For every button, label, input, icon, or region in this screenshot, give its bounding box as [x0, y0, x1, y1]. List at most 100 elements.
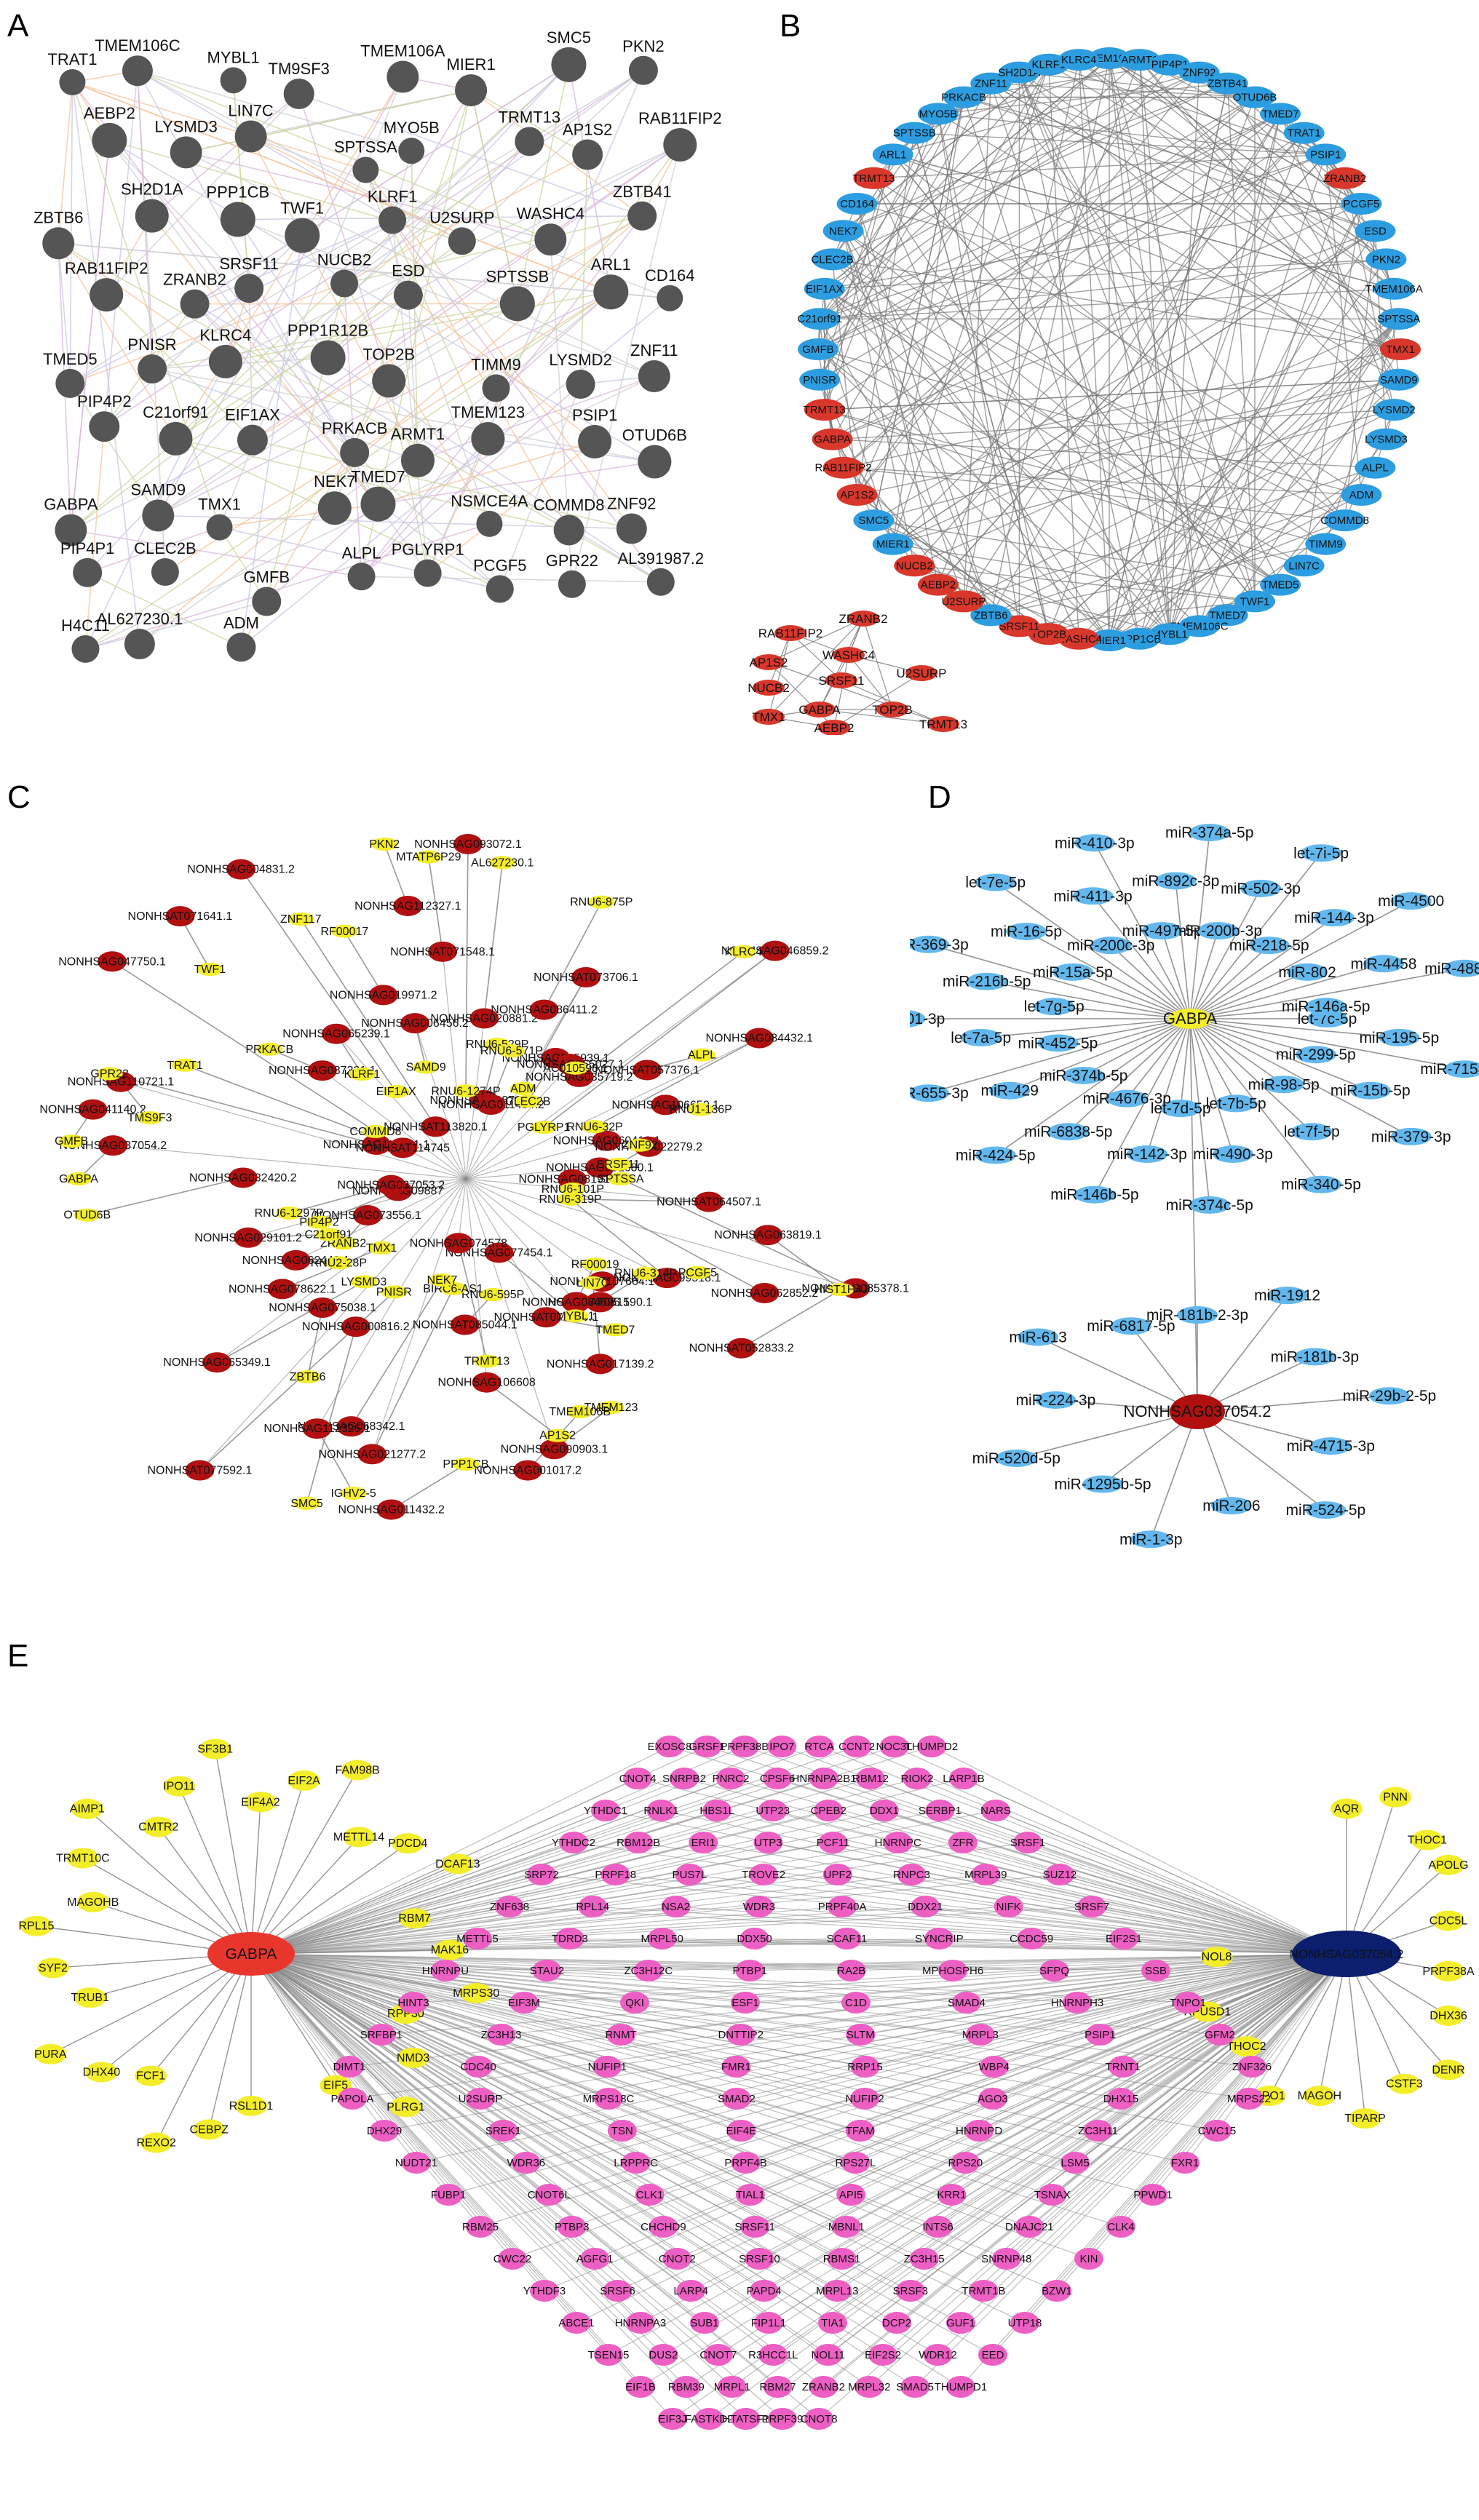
- yellow-node-tmem106b: TMEM106B: [550, 1405, 611, 1419]
- red-node-nonhsag032420-2: NONHSAG032420.2: [189, 1167, 297, 1188]
- edge: [250, 1953, 994, 2067]
- node-label: KRR1: [937, 2189, 966, 2201]
- edge: [820, 258, 1387, 319]
- edge: [1109, 57, 1362, 204]
- right-node-tiparp: TIPARP: [1344, 2108, 1386, 2129]
- node-label: miR-410-3p: [1055, 835, 1135, 851]
- yellow-node-c21orf91: C21orf91: [304, 1228, 352, 1241]
- node-shape: [244, 1792, 277, 1813]
- yellow-node-rnu1-136p: RNU1-136P: [670, 1102, 732, 1116]
- node-label: PUS7L: [673, 1869, 707, 1881]
- rbp-node-srsf10: SRSF10: [739, 2248, 780, 2270]
- edge: [365, 170, 633, 530]
- edge: [71, 82, 140, 645]
- red-node-nonhsag037054-2: NONHSAG037054.2: [59, 1135, 167, 1156]
- node-shape: [1365, 428, 1407, 450]
- edge: [250, 1906, 676, 1955]
- node-shape: [466, 2216, 495, 2238]
- node-label: NONHSAG078622.1: [229, 1283, 336, 1295]
- edge: [990, 83, 1346, 521]
- yellow-node-rnu6-319p: RNU6-319P: [539, 1192, 602, 1206]
- sub-node-u2surp: U2SURP: [897, 665, 946, 681]
- node-mier1: MIER1: [872, 533, 913, 555]
- edge: [914, 349, 1401, 566]
- node-shape: [65, 1172, 92, 1185]
- node-shape: [767, 2408, 797, 2430]
- edge: [1094, 1018, 1191, 1196]
- node-label: GABPA: [59, 1173, 98, 1185]
- rbp-node-tsn: TSN: [607, 2120, 637, 2142]
- rbp-node-mphosph6: MPHOSPH6: [922, 1960, 983, 1982]
- node-label: THOC2: [1226, 2040, 1266, 2053]
- node-label: SREK1: [485, 2125, 521, 2137]
- red-node-nonhsag112327-1: NONHSAG112327.1: [354, 895, 461, 916]
- node-shape: [431, 1960, 460, 1982]
- edge: [391, 1463, 467, 1511]
- node-shape: [78, 1099, 108, 1120]
- rbp-node-prpf38b: PRPF38B: [721, 1736, 769, 1757]
- node-tm9sf3: TM9SF3: [269, 60, 330, 109]
- panel-c-network: C NONHSAG085378.1NONHSAG062852.2NONHSAG0…: [7, 779, 909, 1520]
- node-shape: [308, 1297, 338, 1319]
- mirna-node-mir-424-5p: miR-424-5p: [956, 1146, 1036, 1164]
- node-shape: [671, 2376, 701, 2398]
- edge: [873, 97, 964, 521]
- node-shape: [1291, 1123, 1333, 1141]
- node-esd: ESD: [392, 262, 424, 310]
- edge: [820, 288, 1395, 319]
- edge: [137, 70, 551, 240]
- node-shape: [1017, 1928, 1047, 1949]
- mirna-node-mir-4458: miR-4458: [1350, 955, 1417, 973]
- node-shape: [393, 280, 423, 310]
- node-shape: [1432, 1910, 1464, 1931]
- node-shape: [398, 138, 425, 164]
- node-shape: [235, 2096, 267, 2116]
- node-aebp2: AEBP2: [917, 573, 959, 596]
- node-shape: [978, 2344, 1007, 2366]
- node-label: IGHV2-5: [330, 1487, 376, 1500]
- node-shape: [1034, 998, 1075, 1016]
- node-shape: [828, 1896, 857, 1917]
- yellow-node-klrf1: KLRF1: [344, 1068, 380, 1081]
- node-klrc4: KLRC4: [199, 326, 251, 378]
- rbp-node-ptbp3: PTBP3: [555, 2216, 589, 2238]
- rbp-node-wdr36: WDR36: [507, 2152, 545, 2174]
- rbp-node-cpsf6: CPSF6: [760, 1768, 795, 1789]
- rbp-node-ago3: AGO3: [978, 2088, 1008, 2110]
- edge: [250, 1780, 305, 1955]
- edge: [892, 71, 1200, 156]
- mirna-node-mir-216b-5p: miR-216b-5p: [943, 972, 1031, 990]
- yellow-node-smc5: SMC5: [290, 1496, 323, 1510]
- node-shape: [582, 1257, 608, 1271]
- node-shape: [626, 2312, 655, 2334]
- node-shape: [341, 1760, 374, 1781]
- edge: [1109, 57, 1395, 290]
- node-shape: [582, 1120, 608, 1134]
- node-label: UPF2: [824, 1869, 852, 1881]
- node-shape: [753, 1225, 782, 1246]
- node-gabpa: GABPA: [44, 496, 98, 546]
- node-label: REXO2: [137, 2137, 176, 2149]
- node-label: TMX1: [366, 1242, 397, 1255]
- node-prkacb: PRKACB: [941, 86, 986, 108]
- node-shape: [1303, 2086, 1336, 2107]
- yellow-node-pglyrp1: PGLYRP1: [518, 1121, 571, 1134]
- rbp-node-ptbp1: PTBP1: [733, 1960, 767, 1982]
- node-label: MIER1: [1093, 635, 1126, 647]
- node-shape: [822, 1864, 852, 1885]
- edge: [842, 230, 1110, 641]
- node-label: PCGF5: [1343, 198, 1379, 210]
- node-shape: [729, 1736, 759, 1757]
- node-label: NARS: [980, 1805, 1011, 1817]
- node-shape: [911, 1896, 940, 1917]
- right-node-thoc2: THOC2: [1226, 2036, 1266, 2057]
- edge: [252, 144, 681, 441]
- yellow-node-rnu2-28p: RNU2-28P: [311, 1256, 367, 1270]
- edge: [1169, 114, 1281, 635]
- node-shape: [1106, 2088, 1135, 2110]
- node-label: RF00019: [571, 1258, 619, 1271]
- node-label: CNOT8: [801, 2413, 838, 2425]
- edge: [465, 1178, 555, 1450]
- node-shape: [971, 1864, 1001, 1885]
- panel-d-nodes: let-7c-5pmiR-195-5pmiR-7153-5pmiR-299-5p…: [910, 824, 1479, 1549]
